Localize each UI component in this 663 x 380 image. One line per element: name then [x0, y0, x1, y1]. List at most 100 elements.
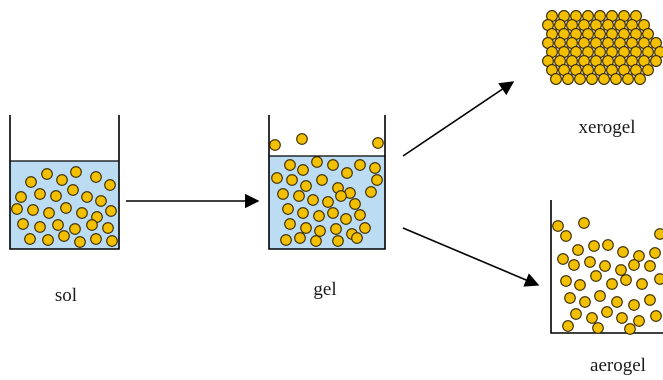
label-sol: sol — [54, 285, 78, 306]
particle — [611, 296, 623, 308]
particle — [311, 156, 323, 168]
particle — [284, 159, 296, 171]
particle — [56, 174, 68, 186]
particle — [310, 235, 322, 247]
particle — [615, 264, 627, 276]
particle — [300, 222, 312, 234]
particle — [570, 308, 582, 320]
particle — [76, 207, 88, 219]
particle — [43, 207, 55, 219]
particle — [586, 312, 598, 324]
particle — [41, 168, 53, 180]
particle — [307, 194, 319, 206]
particle — [633, 315, 645, 327]
particle — [371, 174, 383, 186]
particle — [15, 191, 27, 203]
gel-beaker-outline — [268, 115, 386, 250]
particle — [572, 244, 584, 256]
particle — [332, 235, 344, 247]
particle — [601, 306, 613, 318]
particle — [644, 294, 656, 306]
particle — [286, 174, 298, 186]
particle — [654, 273, 663, 285]
particle — [52, 219, 64, 231]
sol-particles — [11, 166, 118, 248]
arrow-gel-to-xerogel — [402, 81, 515, 157]
particle — [594, 290, 606, 302]
particle — [297, 164, 309, 176]
gel-beaker — [268, 115, 386, 250]
particle — [650, 55, 662, 67]
label-aerogel: aerogel — [590, 355, 646, 376]
sol-beaker-outline — [9, 115, 120, 250]
particle — [314, 225, 326, 237]
particle — [588, 240, 600, 252]
particle — [24, 233, 36, 245]
particle — [644, 260, 656, 272]
particle — [67, 184, 79, 196]
particle — [628, 299, 640, 311]
aerogel-container-outline — [550, 200, 663, 334]
particle — [369, 162, 381, 174]
particle — [654, 228, 663, 240]
particle — [69, 223, 81, 235]
particle — [586, 73, 598, 85]
sol-beaker — [9, 115, 120, 250]
particle — [74, 236, 86, 248]
particle — [282, 203, 294, 215]
particle — [649, 247, 661, 259]
particle — [354, 209, 366, 221]
particle — [610, 73, 622, 85]
particle — [25, 176, 37, 188]
particle — [341, 167, 353, 179]
particle — [359, 222, 371, 234]
particle — [102, 222, 114, 234]
particle — [327, 207, 339, 219]
particle — [620, 274, 632, 286]
particle — [106, 235, 118, 247]
particle — [599, 260, 611, 272]
particle — [27, 204, 39, 216]
particle — [557, 253, 569, 265]
particle — [633, 250, 645, 262]
particle — [34, 188, 46, 200]
particle — [70, 166, 82, 178]
particle — [598, 73, 610, 85]
aerogel-particles — [552, 217, 663, 335]
particle — [60, 202, 72, 214]
particle — [105, 205, 117, 217]
particle — [628, 259, 640, 271]
particle — [574, 73, 586, 85]
particle — [584, 256, 596, 268]
xerogel-particles — [542, 10, 663, 85]
particle — [90, 233, 102, 245]
particle — [636, 278, 648, 290]
particle — [81, 191, 93, 203]
particle — [351, 232, 363, 244]
particle — [269, 139, 281, 151]
particle — [335, 190, 347, 202]
particle — [11, 203, 23, 215]
particle — [58, 230, 70, 242]
particle — [296, 133, 308, 145]
particle — [340, 213, 352, 225]
particle — [606, 278, 618, 290]
particle — [578, 217, 590, 229]
particle — [42, 234, 54, 246]
particle — [552, 220, 564, 232]
particle — [634, 73, 646, 85]
particle — [104, 179, 116, 191]
particle — [592, 322, 604, 334]
particle — [86, 219, 98, 231]
particle — [316, 174, 328, 186]
aerogel-container — [550, 200, 663, 335]
particle — [95, 195, 107, 207]
particle — [602, 239, 614, 251]
particle — [297, 207, 309, 219]
particle — [624, 323, 636, 335]
particle — [365, 186, 377, 198]
particle — [622, 73, 634, 85]
particle — [34, 221, 46, 233]
arrow-gel-to-aerogel — [402, 227, 540, 287]
